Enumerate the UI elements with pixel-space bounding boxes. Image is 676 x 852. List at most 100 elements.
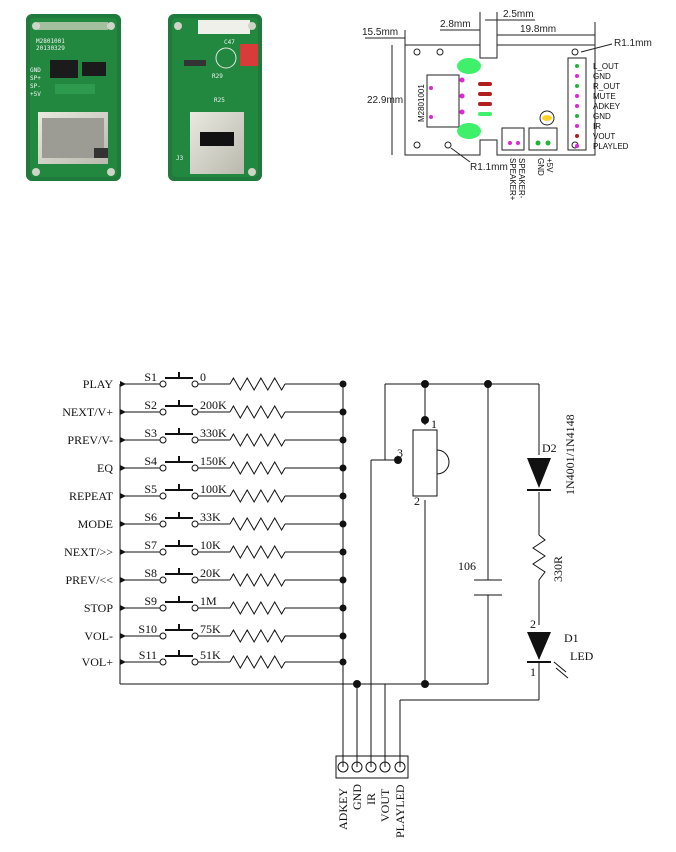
resistor-2: [229, 432, 286, 448]
pin-label-vout: VOUT: [593, 132, 615, 141]
junction-dots: [353, 380, 492, 688]
switch-contact-b-9: [191, 632, 199, 640]
bus-junction-10: [339, 658, 347, 666]
schematic: 1 2 3 106 D2 1N4001/1N4148 330R 2 1 D1 L…: [62, 370, 593, 838]
resistor-value-label: 51K: [200, 648, 221, 662]
resistor-value-label: 75K: [200, 622, 221, 636]
switch-function-label: REPEAT: [69, 489, 114, 503]
ir-pin-3: 3: [397, 446, 403, 460]
d2-id: D2: [542, 441, 557, 455]
switch-function-label: NEXT/>>: [64, 545, 113, 559]
pin-label-r-out: R_OUT: [593, 82, 620, 91]
switch-id-label: S9: [144, 594, 157, 608]
bus-arrow-6: [120, 549, 126, 555]
switch-contact-a-4: [159, 492, 167, 500]
bus-junction-6: [339, 548, 347, 556]
silk-gnd: GND: [30, 67, 41, 74]
switch-function-label: PREV/<<: [65, 573, 113, 587]
silk-sp-minus: SP-: [30, 83, 41, 90]
switch-contact-b-7: [191, 576, 199, 584]
pin-label-mute: MUTE: [593, 92, 616, 101]
resistor-value-label: 150K: [200, 454, 227, 468]
bus-arrow-8: [120, 605, 126, 611]
module-photo-back: C47 R25 R29 J3: [168, 14, 262, 181]
switch-contact-a-6: [159, 548, 167, 556]
schematic-wires: [119, 383, 546, 767]
switch-contact-b-8: [191, 604, 199, 612]
switch-contact-b-1: [191, 408, 199, 416]
switch-id-label: S4: [144, 454, 157, 468]
label-speaker-minus: SPEAKER-: [517, 158, 526, 199]
resistor-8: [229, 600, 286, 616]
switch-contact-b-2: [191, 436, 199, 444]
second-chip: [82, 62, 106, 76]
switch-contact-a-8: [159, 604, 167, 612]
bus-arrow-4: [120, 493, 126, 499]
resistor-7: [229, 572, 286, 588]
switch-id-label: S5: [144, 482, 157, 496]
switch-contact-a-1: [159, 408, 167, 416]
resistor-5: [229, 516, 286, 532]
switch-contact-b-3: [191, 464, 199, 472]
led-label: LED: [570, 649, 594, 663]
resistor-0: [229, 376, 286, 392]
led-d1: [527, 632, 551, 660]
label-plus5v: +5V: [545, 158, 554, 173]
dim-gap: 2.5mm: [503, 9, 534, 20]
conn-label-gnd: GND: [350, 784, 364, 810]
main-chip: [50, 60, 78, 78]
switch-contact-a-7: [159, 576, 167, 584]
resistor-10: [229, 654, 286, 670]
dim-radius-top: R1.1mm: [614, 38, 652, 49]
switch-function-label: PREV/V-: [67, 433, 113, 447]
resistor-9: [229, 628, 286, 644]
switch-id-label: S3: [144, 426, 157, 440]
dim-right-width: 19.8mm: [520, 24, 556, 35]
switch-function-label: VOL+: [82, 655, 114, 669]
bus-arrow-3: [120, 465, 126, 471]
resistor-value-label: 20K: [200, 566, 221, 580]
d2-part: 1N4001/1N4148: [563, 414, 577, 495]
bus-arrow-0: [120, 381, 126, 387]
ir-receiver: [412, 429, 438, 497]
resistor-330r-label: 330R: [551, 556, 565, 582]
switch-contact-b-0: [191, 380, 199, 388]
bus-arrow-10: [120, 659, 126, 665]
silk-date: 20130329: [36, 45, 65, 52]
switch-id-label: S6: [144, 510, 157, 524]
bus-junction-0: [339, 380, 347, 388]
red-connector: [240, 44, 258, 66]
resistor-value-label: 1M: [200, 594, 217, 608]
resistor-4: [229, 488, 286, 504]
module-photo-front: M2801001 20130329 GND SP+ SP- +5V: [26, 14, 121, 181]
silk-r25: R25: [214, 97, 225, 104]
switch-contact-a-5: [159, 520, 167, 528]
bus-junction-2: [339, 436, 347, 444]
led-pin-2: 2: [530, 617, 536, 631]
switch-contact-a-3: [159, 464, 167, 472]
bus-junction-5: [339, 520, 347, 528]
dim-hole-left: 2.8mm: [440, 19, 471, 30]
silk-r29: R29: [212, 73, 223, 80]
resistor-6: [229, 544, 286, 560]
conn-label-ir: IR: [364, 793, 378, 805]
switch-function-label: PLAY: [83, 377, 114, 391]
led-pin-1: 1: [530, 665, 536, 679]
switch-contact-a-10: [159, 658, 167, 666]
label-speaker-plus: SPEAKER+: [508, 158, 517, 201]
switch-function-label: MODE: [78, 517, 113, 531]
capacitor-label: 106: [458, 559, 476, 573]
bus-junction-3: [339, 464, 347, 472]
resistor-value-label: 0: [200, 370, 206, 384]
switch-function-label: STOP: [84, 601, 113, 615]
bus-arrow-7: [120, 577, 126, 583]
output-connector: [335, 755, 409, 779]
switch-contact-b-5: [191, 520, 199, 528]
resistor-value-label: 33K: [200, 510, 221, 524]
board-outline: [404, 44, 596, 156]
diode-d2: [527, 458, 551, 488]
connector-pins: [337, 761, 406, 773]
switch-contact-b-6: [191, 548, 199, 556]
